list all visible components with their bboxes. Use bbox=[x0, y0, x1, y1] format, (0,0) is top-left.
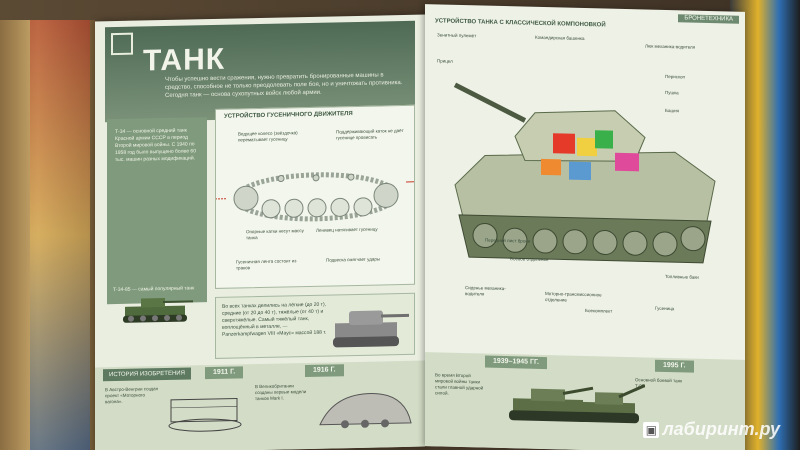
year-1916: 1916 Г. bbox=[305, 364, 344, 378]
watermark-text: лабиринт.ру bbox=[662, 419, 780, 439]
label-sight: Прицел bbox=[437, 58, 453, 64]
tank-layout-title: УСТРОЙСТВО ТАНКА С КЛАССИЧЕСКОЙ КОМПОНОВ… bbox=[435, 18, 606, 29]
label-aa-mg: Зенитный пулемёт bbox=[437, 32, 477, 39]
maus-box: Во всех танках делились на лёгкие (до 20… bbox=[215, 292, 415, 359]
year-1939-1945: 1939–1945 ГГ. bbox=[485, 355, 547, 370]
track-diagram-box: УСТРОЙСТВО ГУСЕНИЧНОГО ДВИЖИТЕЛЯ Ведущее… bbox=[215, 104, 415, 289]
right-page: БРОНЕТЕХНИКА УСТРОЙСТВО ТАНКА С КЛАССИЧЕ… bbox=[425, 4, 745, 450]
track-callout-road-wheels: Опорные катки несут массу танка bbox=[246, 228, 304, 241]
history-text-1916: В Великобритании созданы первые модели т… bbox=[255, 383, 307, 402]
history-band-right: 1939–1945 ГГ. 1995 Г. Во время Второй ми… bbox=[425, 352, 745, 450]
label-ammo: Боекомплект bbox=[585, 308, 613, 314]
labirint-logo-icon: ▣ bbox=[643, 422, 660, 439]
logo-icon bbox=[111, 32, 133, 56]
track-diagram-title: УСТРОЙСТВО ГУСЕНИЧНОГО ДВИЖИТЕЛЯ bbox=[224, 111, 353, 120]
year-1995: 1995 Г. bbox=[655, 359, 694, 373]
t34-tank-image bbox=[123, 297, 193, 323]
t34-text: Т-34 — основной средний танк Красной арм… bbox=[115, 127, 196, 164]
history-text-1911: В Австро-Венгрии создан проект «Моторног… bbox=[105, 386, 159, 405]
left-page: ТАНК Чтобы успешно вести сражения, нужно… bbox=[95, 14, 425, 450]
track-callout-support-roller: Поддерживающий каток не даёт гусенице пр… bbox=[336, 127, 404, 141]
mark-i-tank-image bbox=[319, 393, 412, 429]
label-commander-cupola: Командирская башенка bbox=[535, 34, 585, 41]
year-1911: 1911 Г. bbox=[205, 366, 244, 380]
label-fuel-tanks: Топливные баки bbox=[665, 273, 699, 280]
motor-wagon-image bbox=[168, 397, 242, 432]
label-track: Гусеница bbox=[655, 305, 675, 312]
label-engine-compartment: Моторно-трансмиссионное отделение bbox=[545, 291, 602, 303]
section-tag: БРОНЕТЕХНИКА bbox=[678, 14, 739, 24]
t90-tank-image bbox=[577, 384, 645, 424]
label-driver-hatch: Люк механика-водителя bbox=[645, 43, 696, 50]
book-stack-left bbox=[0, 20, 95, 450]
track-callout-drive-wheel: Ведущее колесо (звёздочка) перематывает … bbox=[238, 130, 298, 143]
page-title: ТАНК bbox=[143, 42, 226, 78]
su-tank-image bbox=[509, 386, 594, 422]
history-band-left: ИСТОРИЯ ИЗОБРЕТЕНИЯ 1911 Г. 1916 Г. В Ав… bbox=[95, 360, 425, 450]
tank-cutaway-diagram bbox=[453, 82, 716, 264]
intro-text: Чтобы успешно вести сражения, нужно прев… bbox=[165, 72, 403, 99]
watermark: ▣лабиринт.ру bbox=[643, 419, 780, 440]
maus-tank-image bbox=[333, 310, 409, 348]
track-callout-track: Гусеничная лента состоит из траков bbox=[236, 258, 297, 271]
history-tag: ИСТОРИЯ ИЗОБРЕТЕНИЯ bbox=[103, 367, 191, 382]
t34-side-panel: Т-34 — основной средний танк Красной арм… bbox=[107, 117, 207, 305]
label-driver-seat: Сиденье механика-водителя bbox=[465, 285, 506, 297]
history-text-1939: Во время Второй мировой войны танки стал… bbox=[435, 372, 484, 396]
track-diagram bbox=[216, 172, 414, 222]
maus-text: Во всех танках делились на лёгкие (до 20… bbox=[222, 301, 327, 338]
